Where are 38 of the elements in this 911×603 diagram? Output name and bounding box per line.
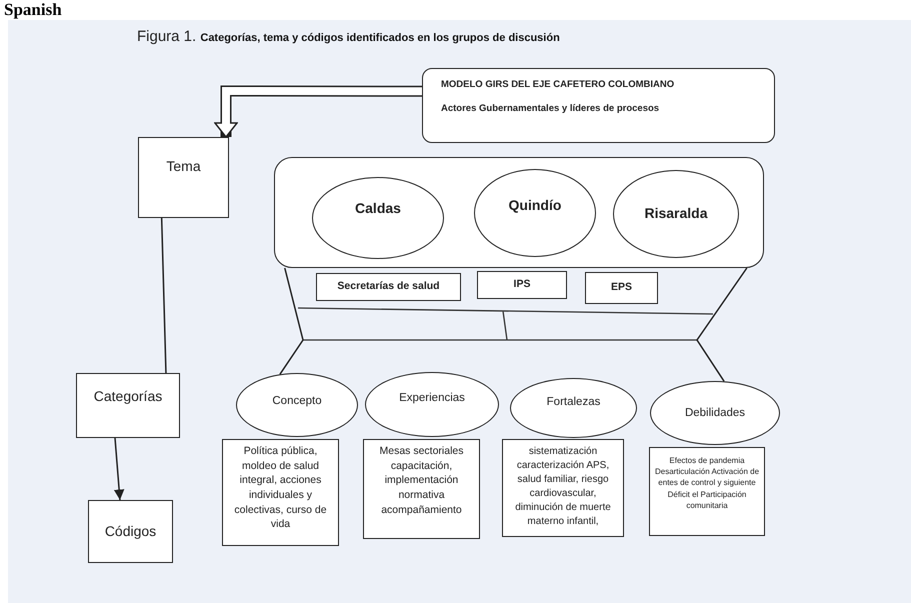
node-text: Risaralda <box>644 205 708 223</box>
node-text: Concepto <box>272 394 322 408</box>
node-text: Quindío <box>508 197 562 214</box>
text-box <box>316 273 461 301</box>
node-text: MODELO GIRS DEL EJE CAFETERO COLOMBIANO <box>441 79 674 91</box>
text-box <box>502 439 624 537</box>
node-text: Política pública, moldeo de salud integral, acciones individuales y colectivas, curso de vida <box>233 444 328 532</box>
text-box <box>649 447 765 536</box>
figure-title: Figura 1. Categorías, tema y códigos identificados en los grupos de discusión <box>137 28 560 45</box>
section-heading: Spanish <box>4 0 62 20</box>
node-text: Experiencias <box>399 391 465 406</box>
node-text: Mesas sectoriales capacitación, implementación normativa acompañamiento <box>378 444 465 518</box>
node-text: sistematización caracterización APS, salud familiar, riesgo cardiovascular, diminución de muerte materno infantil, <box>514 445 612 529</box>
node-text: Fortalezas <box>546 395 600 410</box>
rounded-box <box>422 68 775 143</box>
connector-line <box>696 268 748 382</box>
node-text: Efectos de pandemia Desarticulación Activación de entes de control y siguiente Déficit el Participación comunitaria <box>654 455 760 511</box>
node-text: EPS <box>610 281 632 295</box>
text-box <box>88 500 173 563</box>
arrow <box>114 438 124 500</box>
node-text: Actores Gubernamentales y líderes de procesos <box>441 102 660 115</box>
text-box <box>222 439 339 546</box>
node-text: Secretarías de salud <box>337 280 440 294</box>
text-box <box>363 439 480 539</box>
node-text: Categorías <box>94 388 162 406</box>
text-box <box>138 137 229 218</box>
connector-line <box>160 218 167 374</box>
text-box <box>76 373 180 438</box>
connector-line <box>279 268 304 375</box>
text-box <box>585 272 658 304</box>
node-text: Códigos <box>104 522 156 540</box>
node-text: Debilidades <box>684 406 746 420</box>
node-text: IPS <box>514 278 530 292</box>
block-arrow <box>214 86 422 138</box>
rounded-panel <box>274 157 764 268</box>
node-text: Tema <box>166 158 201 176</box>
text-box <box>477 271 567 299</box>
node-text: Caldas <box>355 200 401 218</box>
